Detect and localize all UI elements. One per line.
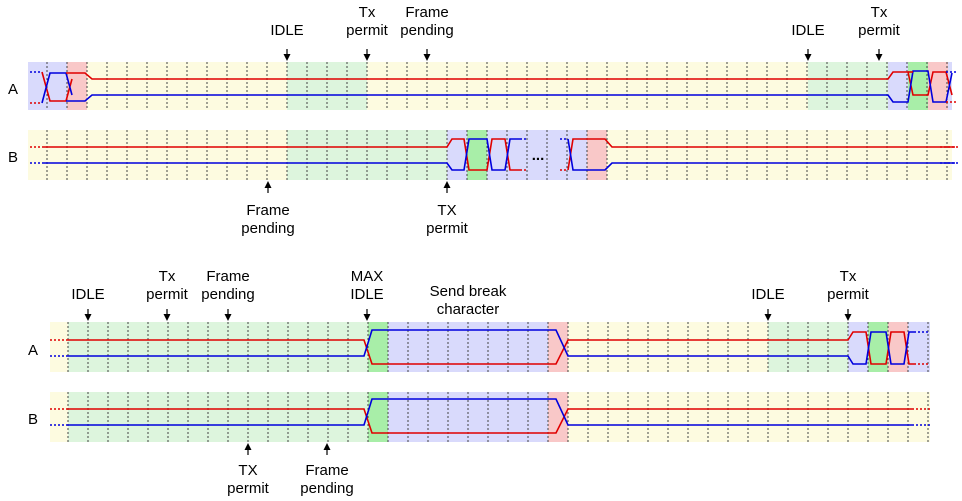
arrow-head — [844, 314, 852, 321]
p1-frame-pending-1-line: Frame — [405, 4, 448, 21]
arrow-head — [363, 54, 371, 61]
p1-tx-permit-b-line: permit — [426, 220, 469, 237]
arrow-head — [323, 443, 331, 450]
p2-tx-permit-b-line: TX — [238, 462, 257, 479]
p1-idle-1-line: IDLE — [270, 22, 303, 39]
p1-tx-permit-1-line: permit — [346, 22, 389, 39]
p2-send-break-line: Send break — [430, 283, 507, 300]
arrow-head — [363, 314, 371, 321]
row-a-tx-lavender — [888, 62, 908, 110]
arrow-head — [804, 54, 812, 61]
p2-row-a-tx-pink — [888, 322, 908, 372]
p2-row-b-pink-bit — [548, 392, 568, 442]
p2-row-b-idle-zone — [68, 392, 368, 442]
p2-row-b-label: B — [28, 411, 38, 428]
row-a-idle-zone-2 — [808, 62, 888, 110]
row-b-blue-seg1 — [42, 138, 520, 171]
p2-max-idle-line: IDLE — [350, 286, 383, 303]
arrow-head — [875, 54, 883, 61]
arrow-head — [84, 314, 92, 321]
row-a-start-pink — [67, 62, 87, 110]
p1-tx-permit-1-line: Tx — [359, 4, 376, 21]
p2-row-a-blue — [68, 329, 914, 365]
p1-frame-pending-1-line: pending — [400, 22, 453, 39]
arrow-head — [423, 54, 431, 61]
row-b-tx-pink — [587, 130, 607, 180]
p2-row-a-pink-bit — [548, 322, 568, 372]
p2-tx-permit-2-line: permit — [827, 286, 870, 303]
arrow-head — [264, 181, 272, 188]
arrow-head — [244, 443, 252, 450]
p2-frame-pending-1-line: pending — [201, 286, 254, 303]
p2-max-idle-line: MAX — [351, 268, 384, 285]
row-b-red-seg2 — [567, 138, 955, 171]
p2-row-a-green-bit — [368, 322, 388, 372]
arrow-head — [224, 314, 232, 321]
p2-idle-2-line: IDLE — [751, 286, 784, 303]
row-b-tx-lavender — [447, 130, 467, 180]
p1-tx-permit-2-line: permit — [858, 22, 901, 39]
row-b-blue-seg2 — [567, 138, 955, 171]
p1-frame-pending-b-line: Frame — [246, 202, 289, 219]
row-b-label: B — [8, 149, 18, 166]
p2-row-b-green-bit — [368, 392, 388, 442]
p1-idle-2-line: IDLE — [791, 22, 824, 39]
p2-frame-pending-b-line: pending — [300, 480, 353, 497]
p2-send-break-line: character — [437, 301, 500, 318]
arrow-head — [764, 314, 772, 321]
row-b-tx-green — [467, 130, 487, 180]
row-b-ellipsis: ... — [532, 147, 545, 164]
arrow-head — [443, 181, 451, 188]
row-a-blue-main — [66, 70, 953, 103]
background-layer — [28, 62, 952, 442]
waveform-layer — [30, 70, 958, 434]
p2-row-a-idle-zone — [68, 322, 368, 372]
p1-frame-pending-b-line: pending — [241, 220, 294, 237]
arrow-head — [283, 54, 291, 61]
p2-idle-1-line: IDLE — [71, 286, 104, 303]
bit-grid-layer — [46, 62, 948, 442]
p2-tx-permit-1-line: permit — [146, 286, 189, 303]
row-a-label: A — [8, 81, 18, 98]
p1-tx-permit-2-line: Tx — [871, 4, 888, 21]
p2-frame-pending-b-line: Frame — [305, 462, 348, 479]
p2-tx-permit-b-line: permit — [227, 480, 270, 497]
row-a-blue-start — [41, 72, 73, 104]
p2-row-b-blue — [68, 398, 912, 426]
p2-row-a-red — [68, 331, 914, 365]
p2-row-a-tx-lavender-2 — [908, 322, 930, 372]
p2-row-a-label: A — [28, 342, 38, 359]
p1-tx-permit-b-line: TX — [437, 202, 456, 219]
p2-row-b-red — [68, 408, 912, 434]
p2-row-a-tx-green — [868, 322, 888, 372]
arrow-head — [163, 314, 171, 321]
row-a-bg — [28, 62, 952, 110]
p2-row-a-tx-lavender — [848, 322, 868, 372]
p2-tx-permit-1-line: Tx — [159, 268, 176, 285]
p2-tx-permit-2-line: Tx — [840, 268, 857, 285]
p2-frame-pending-1-line: Frame — [206, 268, 249, 285]
